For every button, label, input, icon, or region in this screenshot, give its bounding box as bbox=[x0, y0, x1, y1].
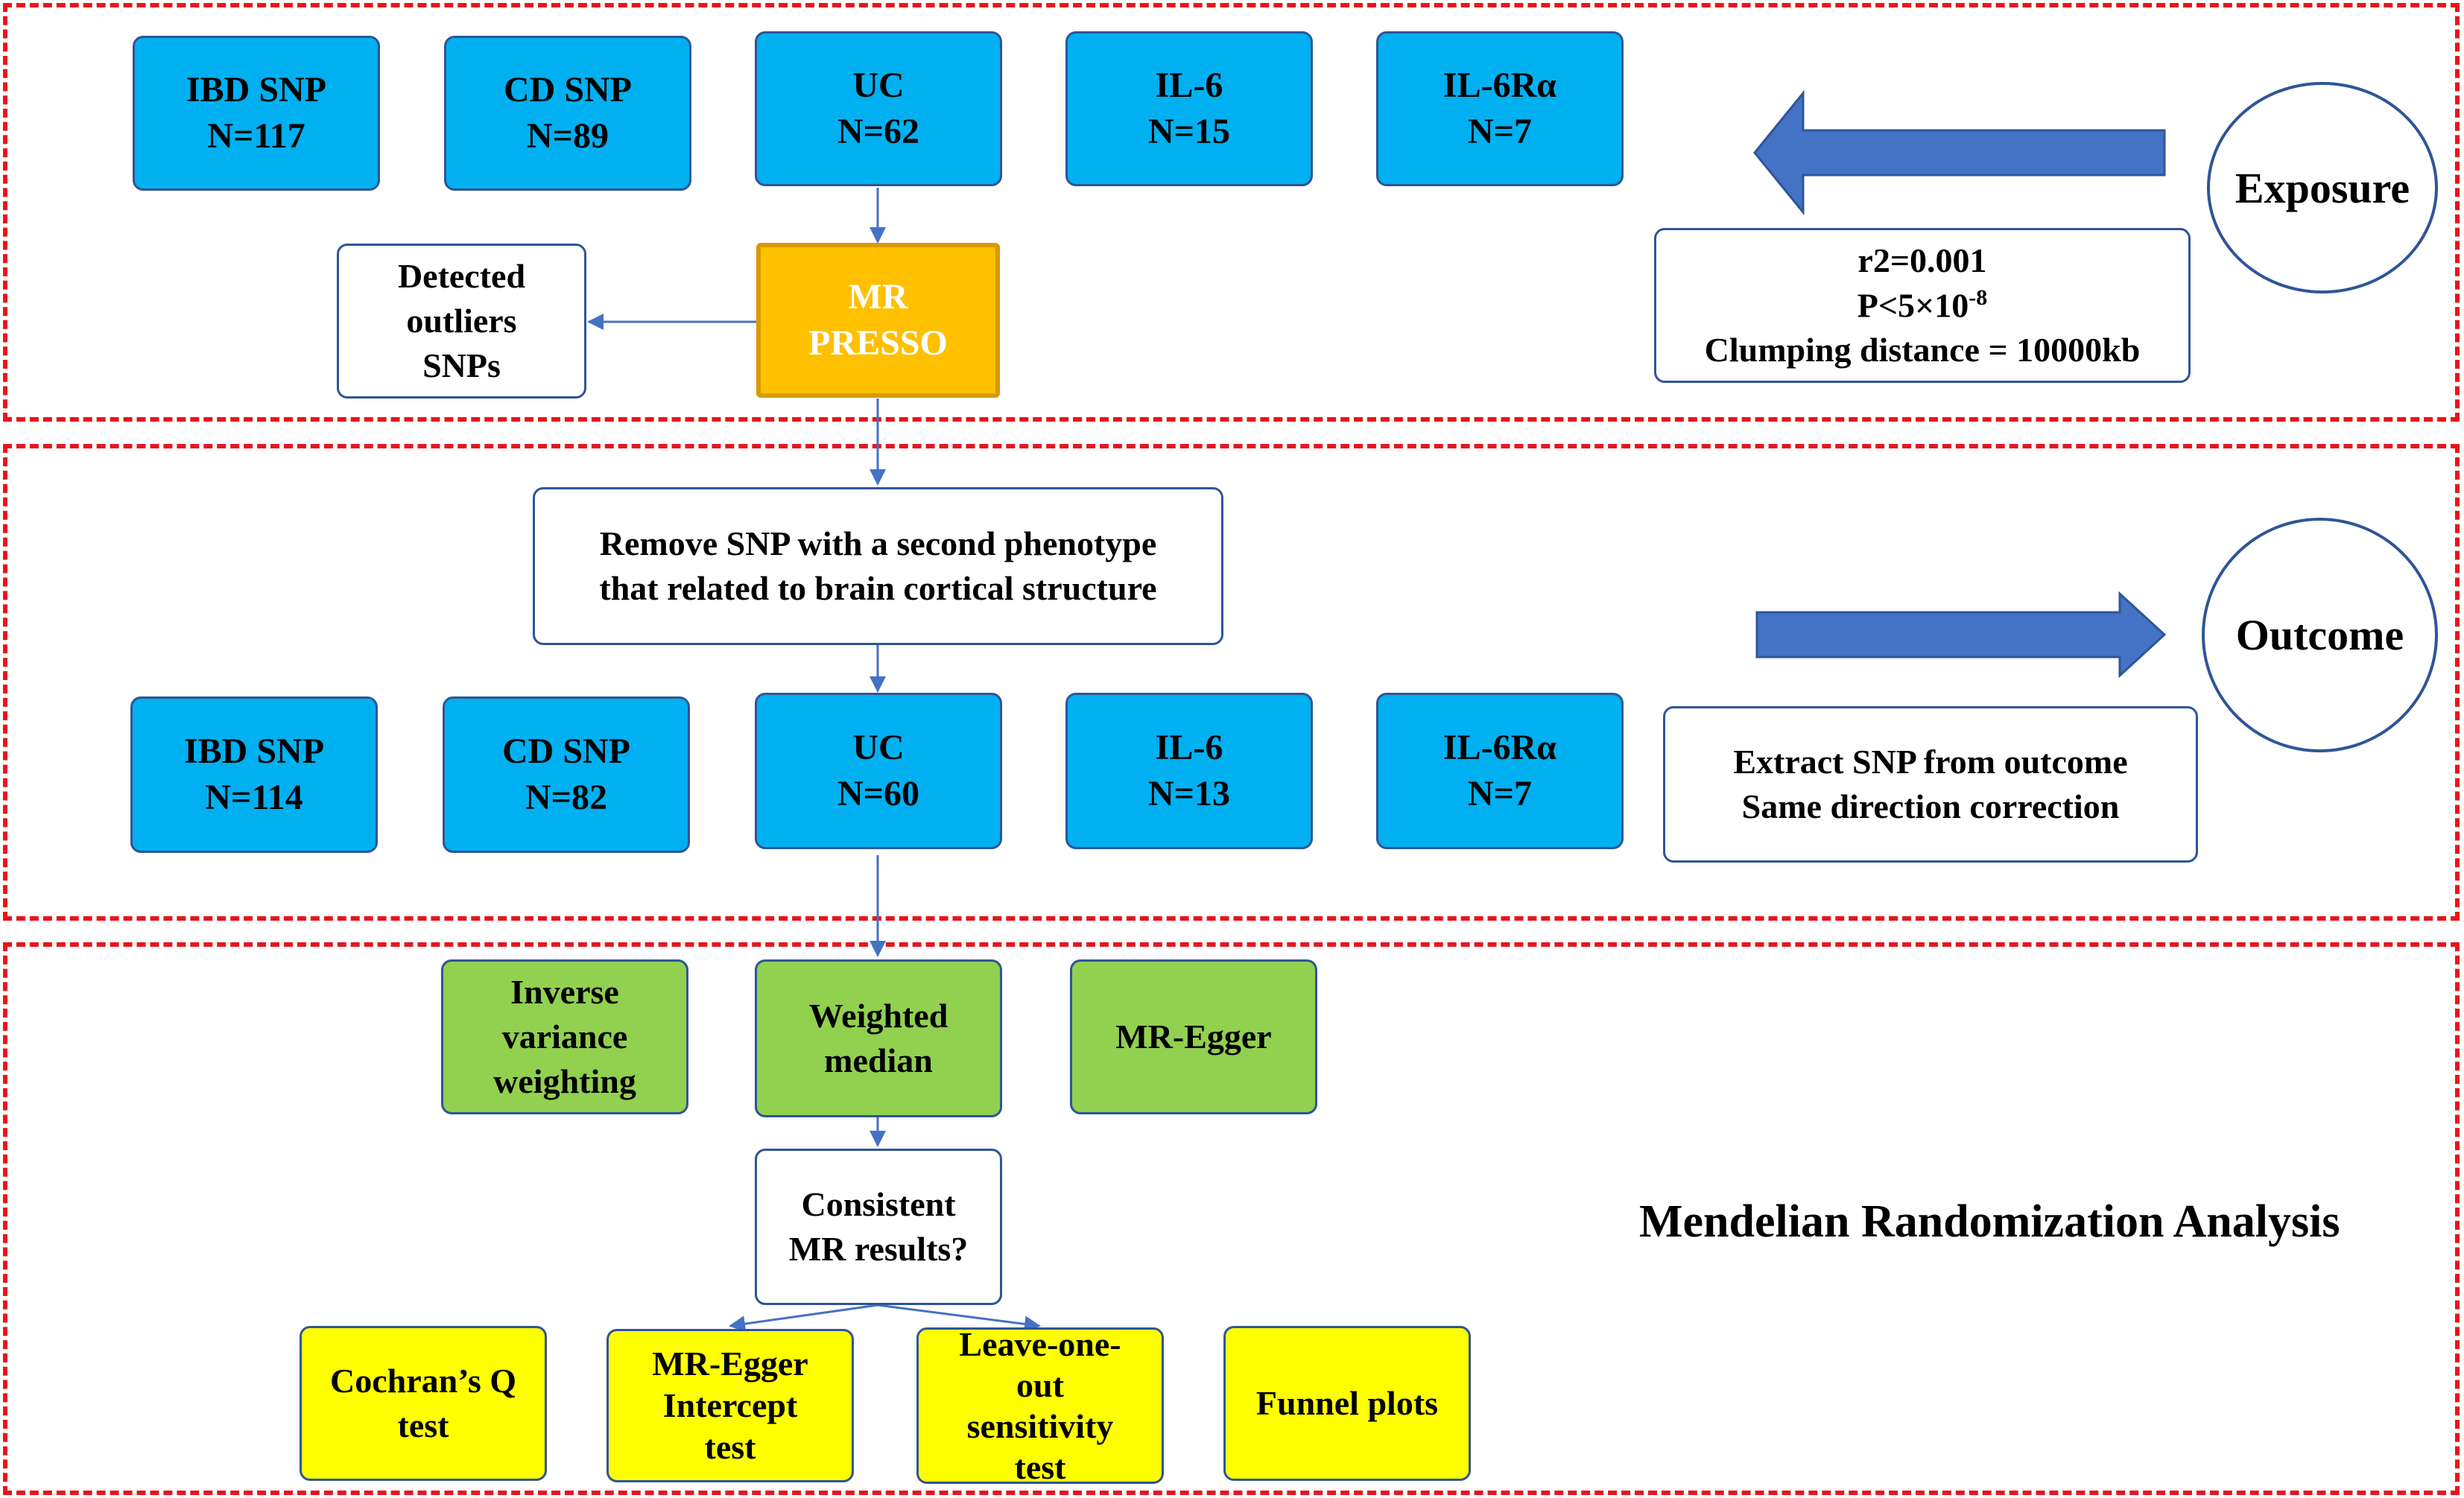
group-name: CD SNP bbox=[501, 731, 630, 771]
exposure-ibd-snp-box: IBD SNP N=117 bbox=[133, 36, 380, 191]
clumping-distance: Clumping distance = 10000kb bbox=[1704, 331, 2141, 369]
exposure-uc-box: UC N=62 bbox=[755, 31, 1002, 186]
group-name: IL-6 bbox=[1155, 65, 1223, 105]
p-threshold: P<5×10-8 bbox=[1705, 283, 2141, 328]
analysis-section bbox=[3, 942, 2460, 1495]
p-threshold-base: P<5×10 bbox=[1857, 286, 1969, 325]
group-count: N=15 bbox=[1147, 112, 1230, 151]
exposure-cd-snp-box: CD SNP N=89 bbox=[444, 36, 691, 191]
exposure-circle: Exposure bbox=[2207, 82, 2438, 293]
weighted-median-box: Weighted median bbox=[755, 959, 1002, 1117]
group-name: IL-6Rα bbox=[1442, 65, 1557, 105]
outcome-section bbox=[3, 444, 2460, 921]
group-name: UC bbox=[852, 65, 905, 105]
mr-egger-method-box: MR-Egger bbox=[1070, 959, 1317, 1114]
group-count: N=114 bbox=[205, 778, 303, 817]
mr-egger-intercept-box: MR-Egger Intercept test bbox=[607, 1329, 854, 1482]
mr-presso-box: MR PRESSO bbox=[756, 243, 1000, 398]
group-name: IL-6Rα bbox=[1442, 727, 1557, 767]
exposure-arrow bbox=[1753, 89, 2166, 216]
ivw-method-box: Inverse variance weighting bbox=[441, 959, 688, 1114]
group-name: UC bbox=[852, 727, 905, 767]
group-count: N=60 bbox=[837, 774, 919, 813]
group-count: N=7 bbox=[1467, 112, 1532, 151]
outcome-ibd-snp-box: IBD SNP N=114 bbox=[130, 696, 378, 853]
group-name: IBD SNP bbox=[186, 69, 327, 110]
exposure-section bbox=[3, 3, 2460, 422]
group-name: CD SNP bbox=[503, 69, 632, 110]
extract-snp-box: Extract SNP from outcome Same direction … bbox=[1663, 706, 2198, 863]
analysis-title: Mendelian Randomization Analysis bbox=[1639, 1196, 2340, 1247]
remove-snp-box: Remove SNP with a second phenotype that … bbox=[533, 487, 1223, 645]
group-count: N=82 bbox=[525, 778, 607, 817]
group-count: N=7 bbox=[1467, 774, 1532, 813]
group-count: N=62 bbox=[837, 112, 919, 151]
outcome-circle: Outcome bbox=[2202, 518, 2438, 752]
r2-threshold: r2=0.001 bbox=[1857, 241, 1987, 280]
detected-outliers-box: Detected outliers SNPs bbox=[337, 244, 586, 399]
arrow-consistent-to-egger-intercept bbox=[729, 1304, 878, 1333]
p-threshold-exponent: -8 bbox=[1969, 285, 1988, 310]
exposure-criteria-box: r2=0.001 P<5×10-8 Clumping distance = 10… bbox=[1654, 228, 2191, 383]
outcome-arrow bbox=[1755, 591, 2167, 679]
outcome-uc-box: UC N=60 bbox=[755, 693, 1002, 849]
group-count: N=117 bbox=[207, 116, 305, 156]
group-count: N=13 bbox=[1147, 774, 1230, 813]
leave-one-out-box: Leave-one- out sensitivity test bbox=[916, 1325, 1164, 1486]
cochrans-q-box: Cochran’s Q test bbox=[300, 1326, 547, 1481]
outcome-cd-snp-box: CD SNP N=82 bbox=[443, 696, 690, 853]
group-name: IBD SNP bbox=[183, 731, 325, 771]
funnel-plots-box: Funnel plots bbox=[1223, 1326, 1471, 1481]
group-name: IL-6 bbox=[1155, 727, 1223, 767]
group-count: N=89 bbox=[526, 116, 609, 156]
arrow-consistent-to-leave-one-out bbox=[877, 1304, 1041, 1333]
consistent-results-box: Consistent MR results? bbox=[755, 1149, 1002, 1305]
